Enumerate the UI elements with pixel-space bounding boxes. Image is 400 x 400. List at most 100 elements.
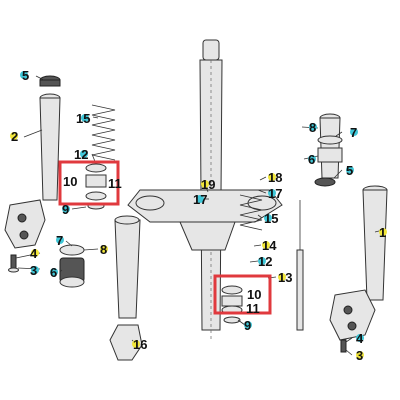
left-lower-tube <box>114 215 141 319</box>
svg-text:13: 13 <box>278 270 292 285</box>
marker-cyan <box>309 123 317 131</box>
callout-1: 1 <box>379 225 387 240</box>
svg-text:10: 10 <box>63 174 77 189</box>
callout-15-left: 15 <box>76 111 90 126</box>
marker-cyan <box>50 268 58 276</box>
callout-3-right: 3 <box>356 348 364 363</box>
callout-6-left: 6 <box>50 265 58 280</box>
svg-text:12: 12 <box>258 254 272 269</box>
marker-yellow <box>278 273 286 281</box>
marker-cyan <box>62 205 70 213</box>
callout-12-left: 12 <box>74 147 88 162</box>
right-axle-bolt <box>340 339 347 353</box>
marker-yellow <box>262 241 270 249</box>
svg-text:11: 11 <box>108 176 122 191</box>
callout-4-left: 4 <box>30 246 39 261</box>
right-top-parts <box>314 135 343 187</box>
svg-text:8: 8 <box>309 120 316 135</box>
svg-text:10: 10 <box>247 287 261 302</box>
svg-text:4: 4 <box>356 331 364 346</box>
callout-3-left: 3 <box>30 263 39 278</box>
right-seal-stack <box>221 285 243 324</box>
marker-cyan <box>81 114 89 122</box>
marker-cyan <box>308 155 316 163</box>
svg-text:9: 9 <box>62 202 69 217</box>
marker-yellow <box>379 228 387 236</box>
svg-text:15: 15 <box>264 211 278 226</box>
svg-text:15: 15 <box>76 111 90 126</box>
svg-text:7: 7 <box>350 125 357 140</box>
callout-5-right: 5 <box>346 163 354 178</box>
callout-8-left: 8 <box>100 242 108 257</box>
svg-text:3: 3 <box>356 348 363 363</box>
right-lower-tube <box>362 185 388 301</box>
svg-text:16: 16 <box>133 337 147 352</box>
marker-yellow <box>31 249 39 257</box>
right-brake-caliper <box>329 289 376 341</box>
svg-text:18: 18 <box>268 170 282 185</box>
callout-10-right: 10 <box>247 287 261 302</box>
marker-cyan <box>356 334 364 342</box>
left-brake-caliper <box>4 199 46 249</box>
marker-cyan <box>244 321 252 329</box>
marker-yellow <box>268 173 276 181</box>
svg-text:9: 9 <box>244 318 251 333</box>
marker-yellow <box>100 245 108 253</box>
right-fork-tube <box>319 113 341 179</box>
callout-7-left: 7 <box>56 233 64 248</box>
callout-10-left: 10 <box>63 174 77 189</box>
svg-text:19: 19 <box>201 177 215 192</box>
left-fork-cap <box>39 75 61 87</box>
callout-13: 13 <box>278 270 292 285</box>
callout-11-right: 11 <box>246 301 260 316</box>
svg-text:1: 1 <box>379 225 386 240</box>
marker-cyan <box>56 236 64 244</box>
callout-9-right: 9 <box>244 318 252 333</box>
marker-yellow <box>132 340 140 348</box>
svg-text:11: 11 <box>246 301 260 316</box>
svg-text:17: 17 <box>268 186 282 201</box>
callout-14: 14 <box>262 238 277 253</box>
marker-yellow <box>10 132 18 140</box>
callout-17-center: 17 <box>193 192 207 207</box>
marker-cyan <box>346 166 354 174</box>
triple-clamp <box>127 189 283 251</box>
marker-cyan <box>31 266 39 274</box>
svg-text:14: 14 <box>262 238 277 253</box>
callout-11-left: 11 <box>108 176 122 191</box>
callout-9-left: 9 <box>62 202 70 217</box>
callout-7-right: 7 <box>350 125 358 140</box>
svg-text:3: 3 <box>30 263 37 278</box>
callout-5-left: 5 <box>20 68 29 83</box>
marker-yellow <box>201 180 209 188</box>
callout-18: 18 <box>268 170 282 185</box>
callout-6-right: 6 <box>308 152 316 167</box>
marker-cyan <box>258 257 266 265</box>
right-spring <box>239 194 263 231</box>
marker-cyan <box>350 128 358 136</box>
svg-text:5: 5 <box>22 68 29 83</box>
svg-text:5: 5 <box>346 163 353 178</box>
highlight-box-right <box>213 274 272 315</box>
callout-19: 19 <box>201 177 215 192</box>
svg-text:8: 8 <box>100 242 107 257</box>
callout-15-right: 15 <box>264 211 278 226</box>
left-seal-stack <box>85 163 107 210</box>
callout-12-right: 12 <box>258 254 272 269</box>
callout-17-right: 17 <box>268 186 282 201</box>
marker-cyan <box>196 195 204 203</box>
marker-cyan <box>20 71 28 79</box>
marker-yellow <box>356 351 364 359</box>
callout-2-left: 2 <box>10 129 18 144</box>
svg-text:6: 6 <box>308 152 315 167</box>
left-axle-bolt <box>8 254 19 273</box>
svg-text:4: 4 <box>30 246 38 261</box>
highlight-box-left <box>58 160 120 206</box>
right-damper-rod <box>296 200 304 331</box>
left-lower-bushing <box>59 244 85 288</box>
left-fork-bottom <box>109 324 143 361</box>
left-fork-tube <box>39 93 61 201</box>
callout-16: 16 <box>132 337 147 352</box>
